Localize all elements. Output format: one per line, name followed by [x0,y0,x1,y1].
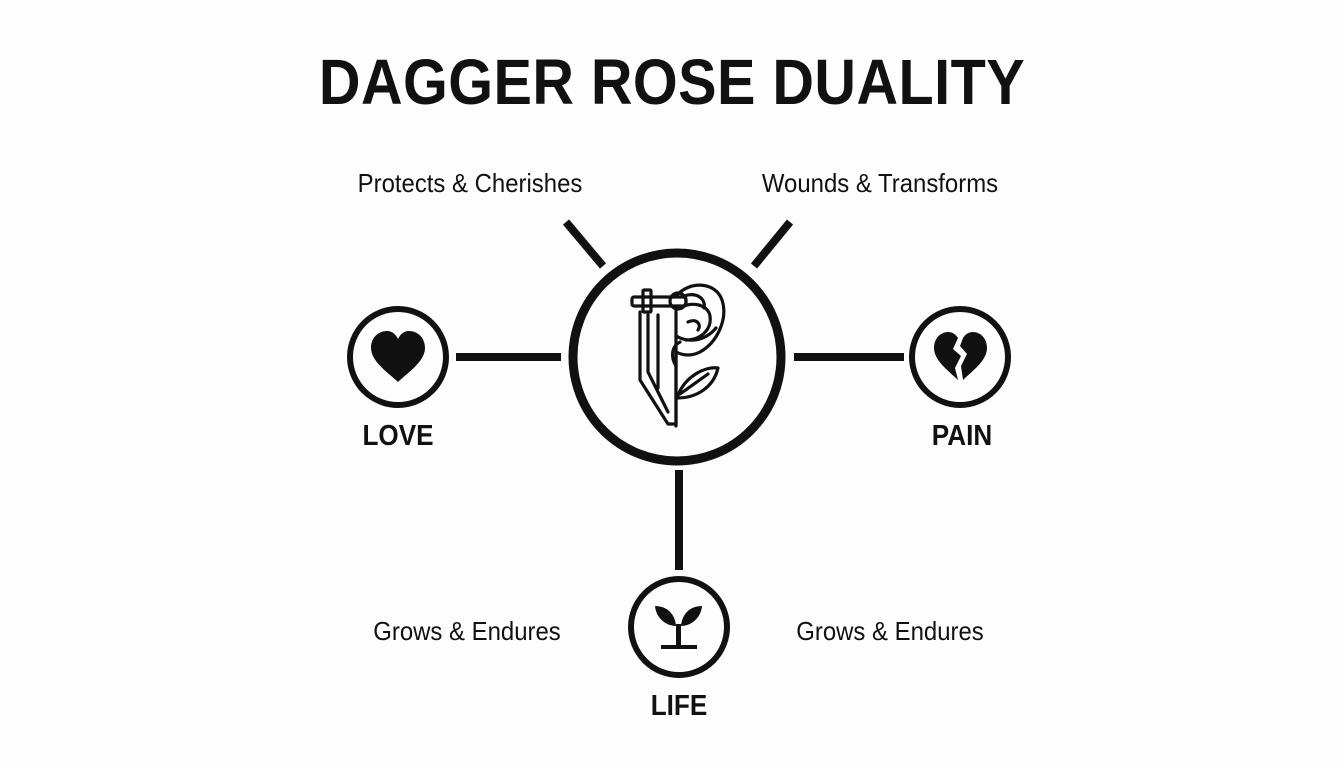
page-title: DAGGER ROSE DUALITY [318,46,1026,118]
dagger-rose-icon [630,283,726,428]
caption-bottom-left: Grows & Endures [373,616,561,646]
heart-icon [371,331,425,382]
caption-top-right: Wounds & Transforms [761,168,999,198]
broken-heart-icon [934,332,987,380]
love-node [347,306,449,408]
caption-bottom-right: Grows & Endures [796,616,984,646]
center-node [568,248,786,466]
love-label: LOVE [362,420,434,452]
pain-label: PAIN [931,420,993,452]
connector-top-left [562,219,607,269]
life-node [628,576,730,678]
life-label: LIFE [650,690,708,722]
caption-top-left: Protects & Cherishes [357,168,583,198]
sprout-icon [655,606,702,649]
connectors [456,219,904,570]
pain-node [909,306,1011,408]
connector-top-right [750,219,794,269]
